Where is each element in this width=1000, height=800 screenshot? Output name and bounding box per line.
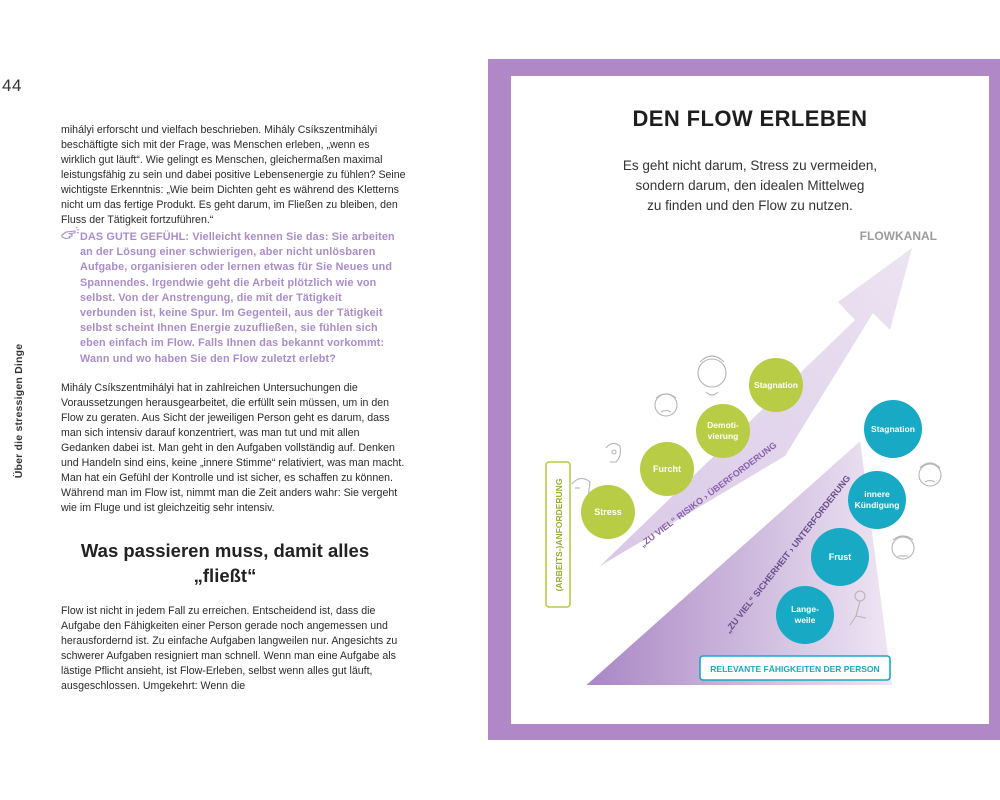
pointing-hand-icon xyxy=(61,226,80,240)
state-circle-fear: Furcht xyxy=(640,442,694,496)
state-label: Kündigung xyxy=(855,500,900,510)
body-paragraph-1: mihályi erforscht und vielfach beschrieb… xyxy=(61,124,406,226)
state-label: Stagnation xyxy=(754,380,798,390)
state-circle-inner-resignation: innere Kündigung xyxy=(848,471,906,529)
body-paragraph-3: Flow ist nicht in jedem Fall zu erreiche… xyxy=(61,605,398,692)
infographic-title: DEN FLOW ERLEBEN xyxy=(632,106,868,131)
demotivation-face-icon xyxy=(654,393,678,417)
subtitle-line: sondern darum, den idealen Mittelweg xyxy=(635,178,865,193)
subtitle-line: Es geht nicht darum, Stress zu vermeiden… xyxy=(622,158,878,173)
stress-face-icon xyxy=(571,477,591,499)
state-label: Lange- xyxy=(791,604,819,614)
fear-face-icon xyxy=(605,442,622,463)
state-label: Frust xyxy=(829,552,852,562)
x-axis-label: RELEVANTE FÄHIGKEITEN DER PERSON xyxy=(710,664,879,674)
state-label: Stagnation xyxy=(871,424,915,434)
state-label: vierung xyxy=(708,431,739,441)
infographic-subtitle: Es geht nicht darum, Stress zu vermeiden… xyxy=(511,156,989,216)
tip-box-text: DAS GUTE GEFÜHL: Vielleicht kennen Sie d… xyxy=(80,231,395,365)
state-circle-stagnation-green: Stagnation xyxy=(749,358,803,412)
flowkanal-label: FLOWKANAL xyxy=(860,229,937,243)
boredom-figure-icon xyxy=(849,590,867,626)
x-axis-badge xyxy=(699,655,891,681)
resignation-face-icon xyxy=(918,462,942,487)
state-circle-demotivation: Demoti- vierung xyxy=(696,404,750,458)
state-circle-boredom: Lange- weile xyxy=(776,586,834,644)
state-label: Demoti- xyxy=(707,420,739,430)
state-circle-stagnation-teal: Stagnation xyxy=(864,400,922,458)
wedge-divider xyxy=(584,439,861,686)
y-axis-label: (ARBEITS-)ANFORDERUNG xyxy=(554,478,564,591)
state-circle-frustration: Frust xyxy=(811,528,869,586)
y-axis-badge xyxy=(545,461,571,608)
state-label: Furcht xyxy=(653,464,681,474)
stagnation-face-icon xyxy=(697,355,727,396)
state-label: weile xyxy=(794,615,816,625)
page-number: 44 xyxy=(2,76,22,95)
section-heading: Was passieren muss, damit alles „fließt“ xyxy=(80,540,370,586)
flow-channel-arrow xyxy=(600,248,912,566)
body-paragraph-2: Mihály Csíkszentmihályi hat in zahlreich… xyxy=(61,382,405,514)
state-label: innere xyxy=(864,489,890,499)
state-circle-stress: Stress xyxy=(581,485,635,539)
frustration-face-icon xyxy=(891,535,915,560)
subtitle-line: zu finden und den Flow zu nutzen. xyxy=(647,198,853,213)
state-label: Stress xyxy=(594,507,622,517)
